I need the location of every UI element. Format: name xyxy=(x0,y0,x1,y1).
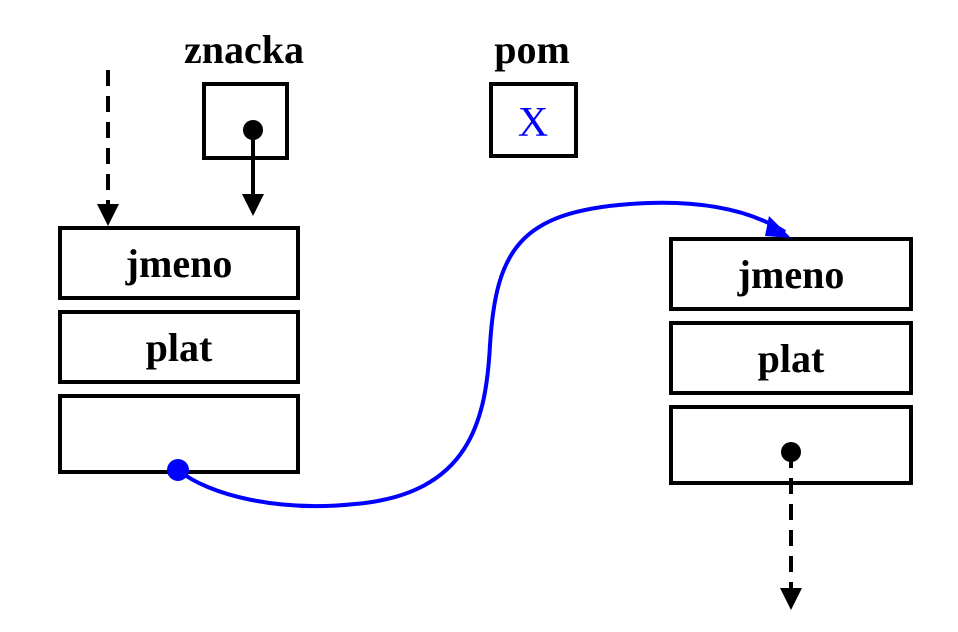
node-right: jmeno plat xyxy=(669,237,913,485)
znacka-label: znacka xyxy=(184,27,304,72)
node-left-jmeno-label: jmeno xyxy=(125,241,233,286)
blue-link-arrow xyxy=(167,200,791,508)
pom-value: X xyxy=(518,100,548,146)
node-left-plat-cell xyxy=(58,310,300,384)
node-left-jmeno-cell xyxy=(58,226,300,300)
node-left: jmeno plat xyxy=(58,226,300,474)
node-left-plat-label: plat xyxy=(146,325,213,370)
znacka-box xyxy=(202,82,289,160)
blue-link-start-dot xyxy=(167,459,189,481)
pom-label: pom xyxy=(494,27,570,72)
node-right-next-pointer xyxy=(780,442,802,610)
node-right-jmeno-cell xyxy=(669,237,913,311)
incoming-dashed-arrow xyxy=(97,70,119,226)
znacka-pointer-arrowhead xyxy=(242,194,264,216)
blue-link-arrowhead xyxy=(765,216,791,238)
node-right-plat-cell xyxy=(669,321,913,395)
node-right-plat-label: plat xyxy=(758,336,825,381)
pom-box xyxy=(489,82,578,158)
node-right-jmeno-label: jmeno xyxy=(737,252,845,297)
